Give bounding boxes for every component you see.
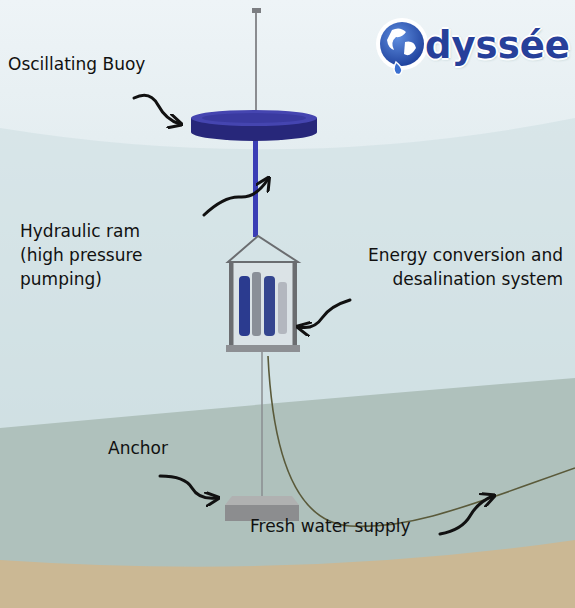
anchor-top: [225, 496, 299, 505]
cylinder: [278, 282, 287, 334]
mast-top: [252, 8, 261, 13]
fresh-water-hose: [268, 356, 575, 526]
continent: [404, 42, 416, 56]
deep-water: [0, 378, 575, 608]
cylinder: [239, 276, 250, 336]
callout-arrow: [299, 300, 350, 328]
buoy-top-inner: [202, 113, 306, 123]
callout-arrow: [160, 476, 217, 498]
logo-halo: [376, 18, 428, 70]
seabed: [0, 540, 575, 608]
frame-post: [231, 262, 234, 348]
globe: [380, 22, 424, 66]
sea-volume: [0, 118, 575, 608]
module-frame: [230, 262, 296, 348]
cylinder: [252, 272, 261, 336]
logo-text: dyssée: [425, 26, 573, 66]
callout-label: Fresh water supply: [250, 514, 470, 538]
mast: [255, 12, 257, 118]
module-base: [226, 345, 300, 352]
frame-post: [293, 262, 296, 348]
continent: [387, 28, 406, 50]
cylinder: [264, 276, 275, 336]
callout-label: Anchor: [108, 436, 228, 460]
callout-arrow: [204, 179, 268, 215]
callout-label: Oscillating Buoy: [8, 52, 208, 76]
hydraulic-ram: [253, 135, 258, 237]
module-bridle: [228, 236, 298, 262]
logo-globe: [376, 18, 428, 75]
desalination-module: [226, 236, 300, 352]
water-drop: [394, 62, 402, 75]
callout-label: Hydraulic ram (high pressure pumping): [20, 219, 170, 291]
callout-arrow: [440, 496, 493, 534]
buoy-top: [191, 110, 317, 126]
callout-label: Energy conversion and desalination syste…: [333, 243, 563, 291]
mooring-line: [261, 352, 263, 498]
callout-arrow: [134, 95, 180, 124]
